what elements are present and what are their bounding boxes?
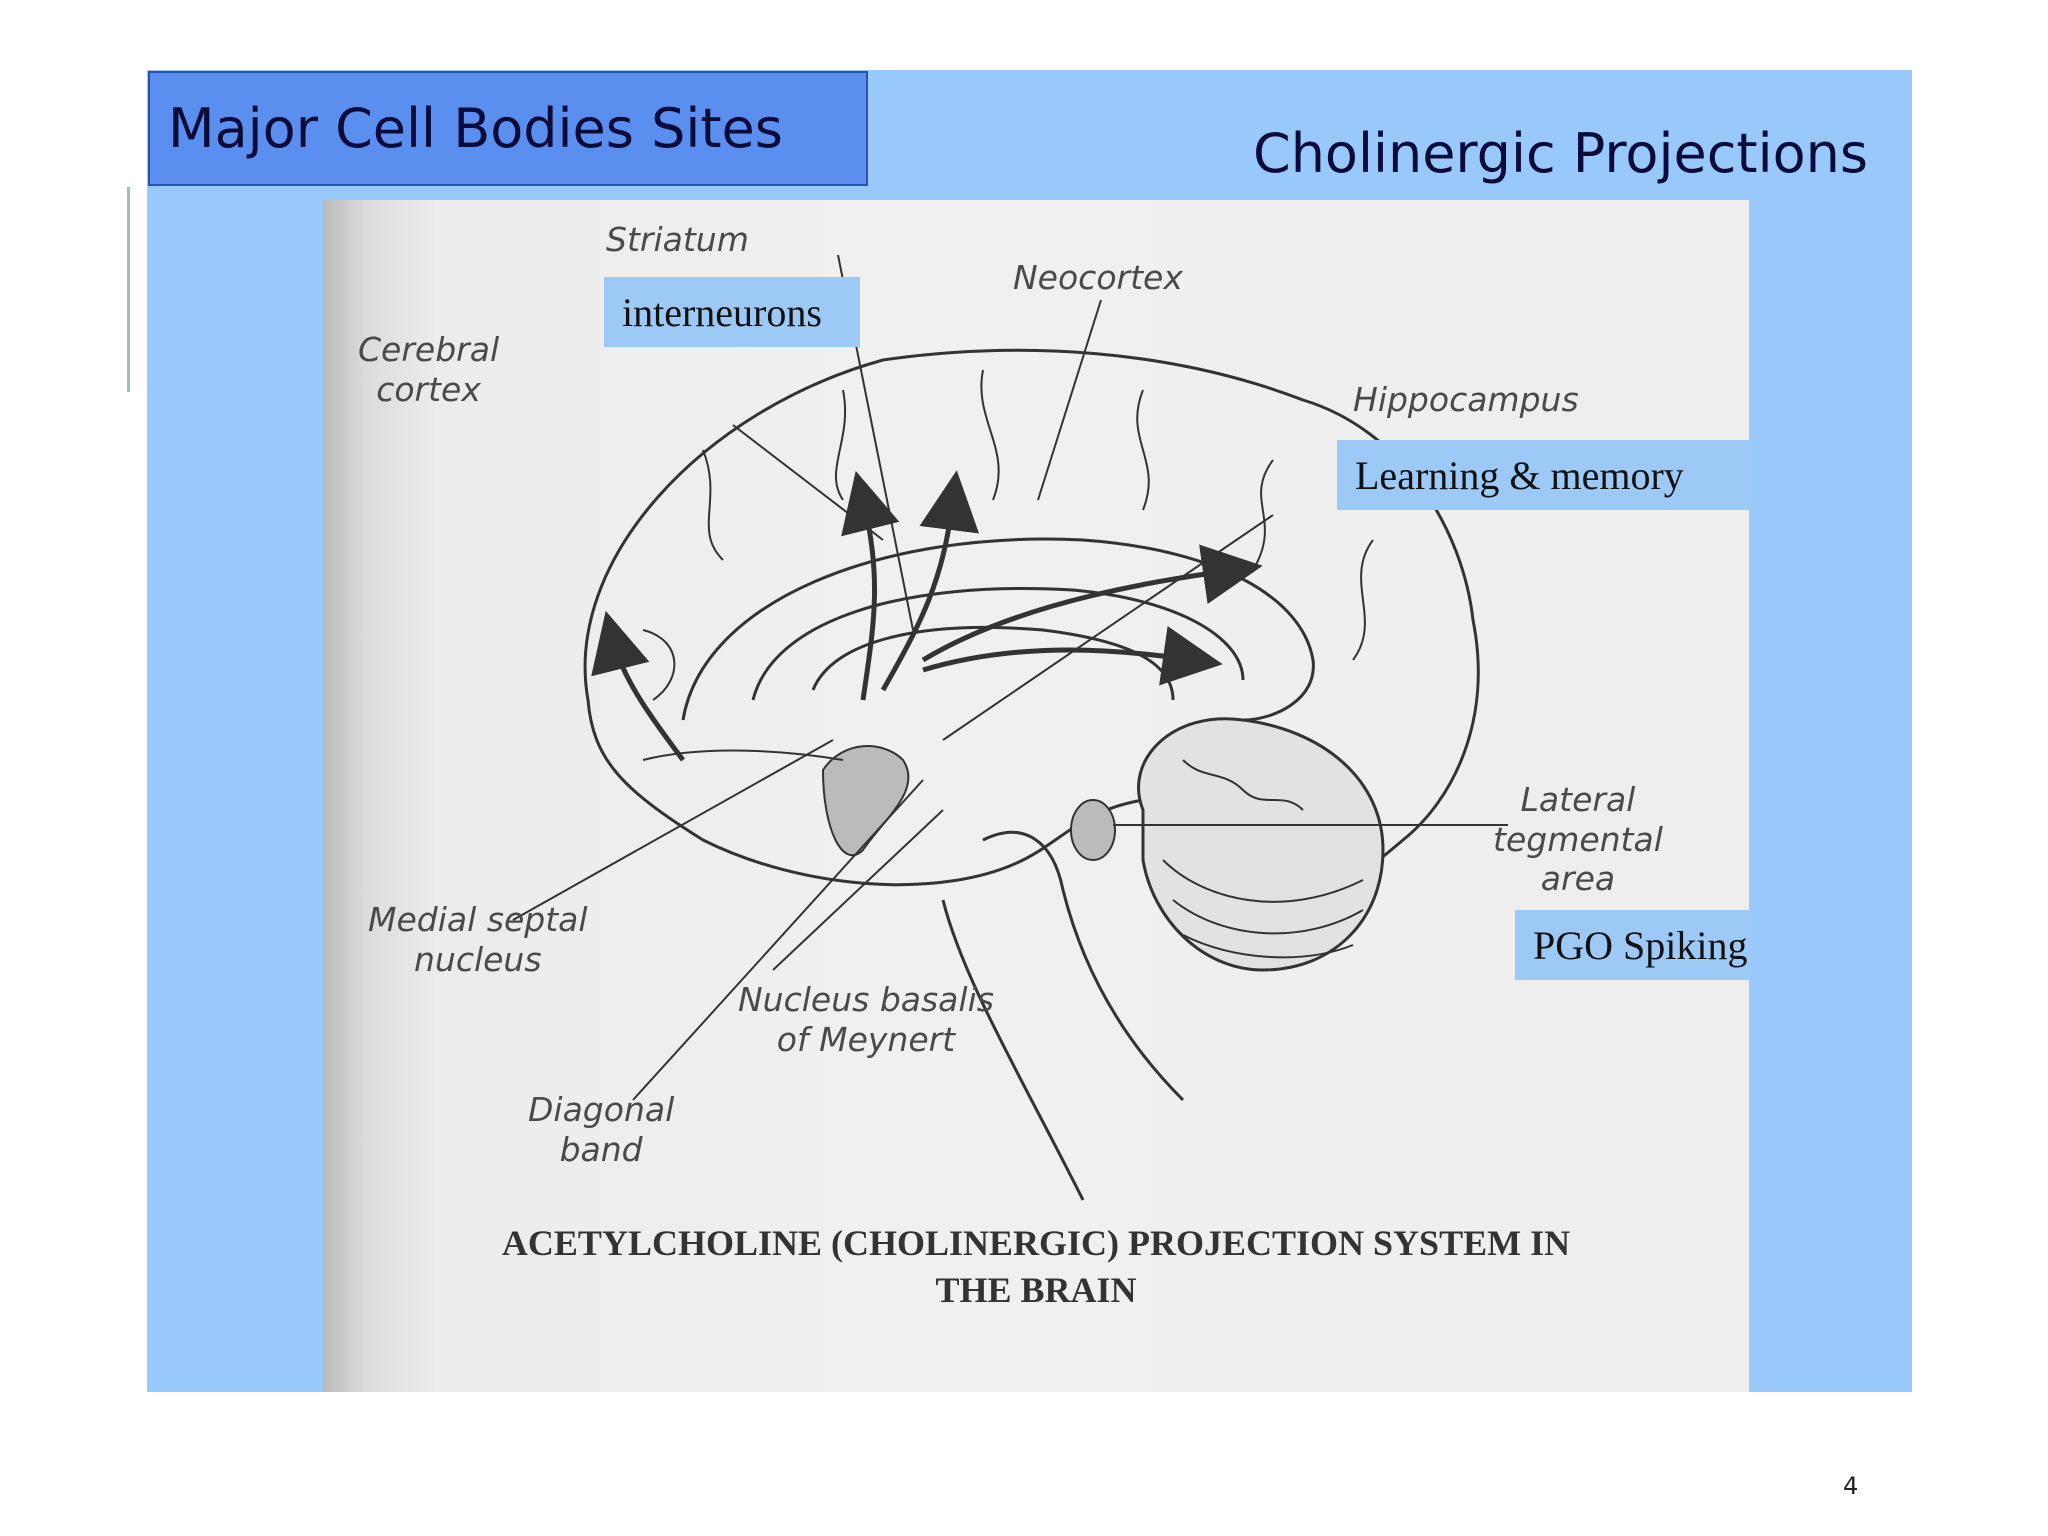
cerebellum-folia	[1162, 859, 1364, 959]
tag-interneurons: interneurons	[604, 277, 860, 347]
label-lateral-tegmental-line1: Lateral	[1520, 780, 1636, 819]
label-diagonal-band: Diagonal band	[528, 1090, 674, 1169]
label-cerebral-cortex: Cerebral cortex	[358, 330, 499, 409]
tag-learning-memory: Learning & memory	[1337, 440, 1752, 510]
gyri-lines	[642, 369, 1374, 701]
label-medial-septal-nucleus: Medial septal nucleus	[368, 900, 588, 979]
cortex-outline	[583, 348, 1480, 893]
brainstem	[941, 830, 1185, 1201]
label-hippocampus: Hippocampus	[1353, 380, 1579, 419]
leader-hippocampus	[942, 514, 1274, 741]
projection-arrow-up-2	[880, 470, 980, 692]
callosum-arc-core	[811, 626, 1175, 701]
brain-drawing	[512, 254, 1508, 1201]
label-medial-septal-line2: nucleus	[413, 939, 542, 979]
slide-title: Cholinergic Projections	[1253, 122, 1868, 185]
label-striatum: Striatum	[606, 220, 749, 259]
leader-diagonal-band	[632, 779, 924, 1101]
leader-nucleus-basalis	[772, 809, 944, 971]
olfactory-tract	[642, 749, 844, 761]
brain-diagram: Striatum Neocortex Cerebral cortex Hippo…	[323, 200, 1749, 1392]
label-diagonal-band-line1: Diagonal	[528, 1090, 675, 1129]
label-neocortex: Neocortex	[1013, 258, 1183, 297]
label-cerebral-cortex-line2: cortex	[376, 369, 481, 409]
heading-box: Major Cell Bodies Sites	[148, 71, 868, 186]
slide-heading: Major Cell Bodies Sites	[168, 97, 783, 160]
callosum-arc-outer	[681, 537, 1315, 722]
label-nucleus-basalis-line1: Nucleus basalis	[738, 980, 994, 1019]
label-cerebral-cortex-line1: Cerebral	[358, 330, 500, 369]
label-nucleus-basalis-line2: of Meynert	[776, 1019, 956, 1059]
leader-medial-septal	[512, 739, 834, 921]
label-lateral-tegmental-line2: tegmental	[1493, 819, 1663, 859]
cerebellum-arbor	[1182, 759, 1304, 811]
label-lateral-tegmental-area: Lateral tegmental area	[1493, 780, 1663, 899]
label-diagonal-band-line2: band	[559, 1129, 643, 1169]
tag-pgo-spiking: PGO Spiking	[1515, 910, 1752, 980]
label-lateral-tegmental-line3: area	[1540, 859, 1616, 899]
projection-arrow-posterior	[922, 626, 1223, 686]
basal-forebrain	[821, 745, 910, 857]
leader-cerebral-cortex	[732, 424, 884, 541]
leader-neocortex	[1037, 299, 1102, 501]
label-medial-septal-line1: Medial septal	[368, 900, 588, 939]
figure-caption-line1: ACETYLCHOLINE (CHOLINERGIC) PROJECTION S…	[501, 1223, 1571, 1263]
projection-arrow-hippocampus	[921, 544, 1263, 663]
decorative-side-rule	[127, 187, 130, 392]
label-nucleus-basalis: Nucleus basalis of Meynert	[738, 980, 994, 1059]
projection-arrow-frontal	[591, 610, 686, 762]
figure-caption: ACETYLCHOLINE (CHOLINERGIC) PROJECTION S…	[323, 1220, 1749, 1314]
cerebellum	[1137, 717, 1385, 972]
tegmental-nucleus	[1070, 799, 1116, 861]
figure-caption-line2: THE BRAIN	[935, 1269, 1137, 1310]
page-number: 4	[1843, 1472, 1859, 1500]
